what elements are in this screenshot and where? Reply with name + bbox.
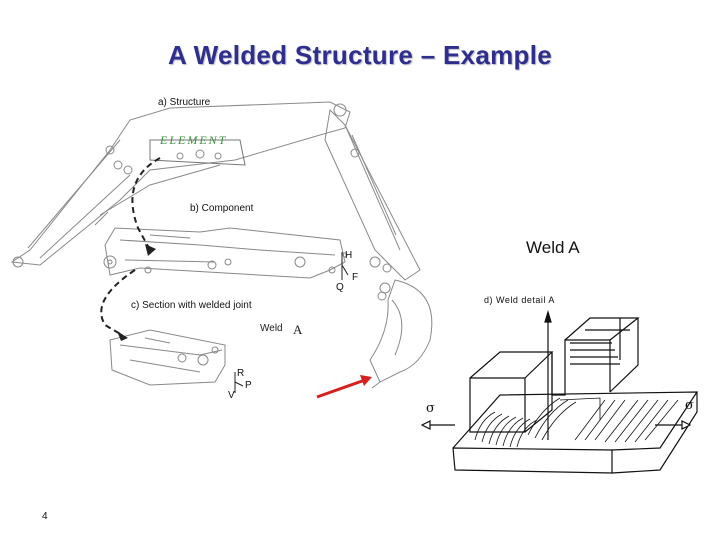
weld-detail-drawing [420,309,699,474]
force-V: V [228,390,235,401]
label-section: c) Section with welded joint [131,300,252,311]
label-component: b) Component [190,203,254,214]
force-F: F [352,272,359,283]
force-Q: Q [336,282,344,293]
weld-small-letter: A [293,322,303,337]
label-weld-detail: d) Weld detail A [484,295,555,305]
sigma-right: σ [685,398,694,413]
dashed-arrow-structure-to-component [131,157,161,251]
arrowhead-1 [145,244,156,256]
weld-a-label: Weld A [526,238,580,257]
weld-small-label: Weld [260,323,283,334]
force-H: H [345,250,353,261]
page-number: 4 [42,511,48,522]
slide-title: A Welded Structure – Example [167,40,553,70]
force-R: R [237,368,245,379]
sigma-left: σ [426,401,435,416]
section-drawing [109,329,226,386]
element-label: ELEMENT [160,133,228,147]
dashed-arrow-component-to-section [100,269,136,336]
component-drawing [103,227,348,279]
arrowhead-2 [117,331,128,341]
label-structure: a) Structure [158,97,211,108]
force-P: P [245,380,252,391]
red-arrow [316,375,372,399]
excavator-boom-outline [10,101,433,389]
